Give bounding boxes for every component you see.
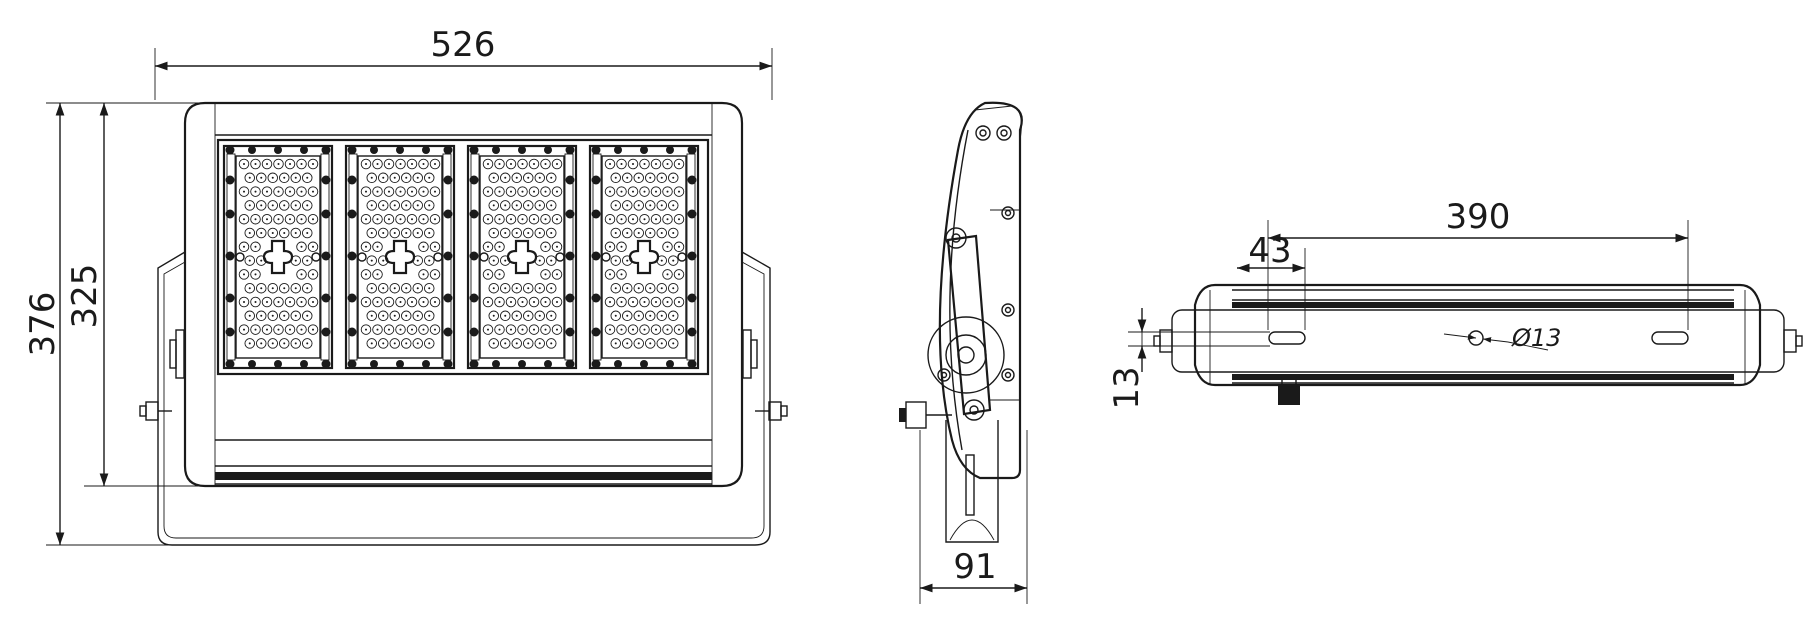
led-module [588, 144, 700, 370]
span-dimension-label: 390 [1446, 197, 1511, 237]
led-module [344, 144, 456, 370]
offset-dimension-label: 13 [1107, 366, 1147, 409]
led-modules [222, 144, 700, 370]
width-dimension-label: 526 [431, 25, 496, 65]
front-view: 526 376 325 [23, 25, 788, 546]
led-module [466, 144, 578, 370]
inner-height-dimension-label: 325 [65, 264, 105, 329]
top-view: Ø13 390 43 13 [1107, 197, 1803, 410]
hole-diameter-label: Ø13 [1511, 324, 1561, 352]
slot-dimension-label: 43 [1248, 231, 1291, 271]
depth-dimension-label: 91 [953, 547, 996, 587]
led-module [222, 144, 334, 370]
outer-height-dimension-label: 376 [23, 292, 63, 357]
side-view: 91 [899, 101, 1028, 604]
